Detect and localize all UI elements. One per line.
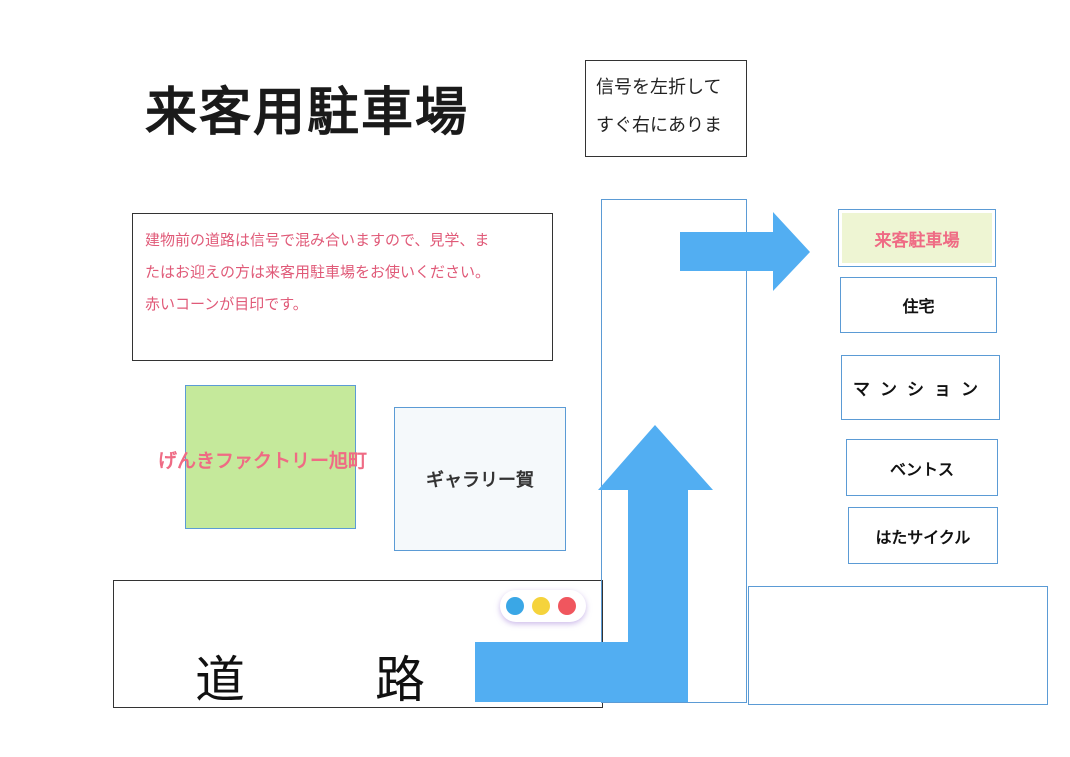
info-line: たはお迎えの方は来客用駐車場をお使いください。 <box>145 263 491 281</box>
direction-note-line: 信号を左折して <box>596 77 722 98</box>
direction-note: 信号を左折して すぐ右にありま <box>585 60 747 157</box>
genki-factory-label: げんきファクトリー旭町 <box>158 450 368 472</box>
vents-box: ベントス <box>846 439 998 496</box>
direction-note-line: すぐ右にありま <box>596 115 722 136</box>
blue-light <box>506 597 524 615</box>
right-arrow-icon <box>680 212 810 291</box>
visitor-parking-box: 来客駐車場 <box>838 209 996 267</box>
page-title: 来客用駐車場 <box>145 83 470 143</box>
info-line: 建物前の道路は信号で混み合いますので、見学、ま <box>145 231 490 249</box>
gallery-label: ギャラリー賀 <box>426 470 534 491</box>
yellow-light <box>532 597 550 615</box>
visitor-parking-label: 来客駐車場 <box>842 213 992 263</box>
road-label: 道 路 <box>195 651 465 709</box>
gallery-building: ギャラリー賀 <box>394 407 566 551</box>
info-line: 赤いコーンが目印です。 <box>145 295 308 313</box>
mansion-box: マンション <box>841 355 1000 420</box>
red-light <box>558 597 576 615</box>
hata-cycle-box: はたサイクル <box>848 507 998 564</box>
bottom-right-lot <box>748 586 1048 705</box>
genki-factory-lot <box>185 385 356 529</box>
up-arrow-icon <box>475 425 713 702</box>
side-road <box>601 199 747 703</box>
info-box: 建物前の道路は信号で混み合いますので、見学、ま たはお迎えの方は来客用駐車場をお… <box>132 213 553 361</box>
house-box: 住宅 <box>840 277 997 333</box>
traffic-light-icon <box>500 590 586 622</box>
